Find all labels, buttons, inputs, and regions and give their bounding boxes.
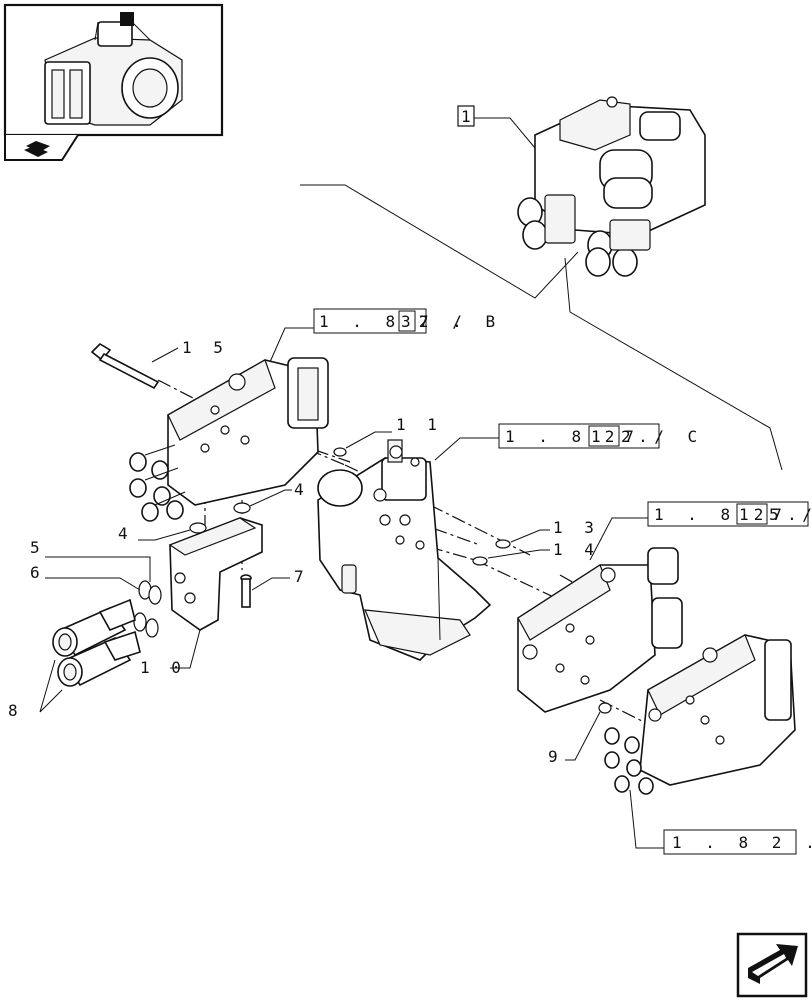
- item-4a-label: 4: [118, 524, 134, 543]
- svg-text:7 / B: 7 / B: [419, 312, 502, 331]
- item-10-label: 1 0: [140, 658, 187, 677]
- left-valve-section: [129, 357, 329, 522]
- central-valve-body: [317, 439, 492, 661]
- o-ring-14: [472, 556, 488, 566]
- thumbnail-overview[interactable]: [3, 3, 224, 161]
- svg-text:1 . 8 2 .: 1 . 8 2 .: [319, 312, 469, 331]
- item-4b-label: 4: [294, 480, 310, 499]
- svg-text:2 / C: 2 / C: [621, 427, 704, 446]
- far-right-valve-section: [604, 634, 796, 795]
- item-15-label: 1 5: [182, 338, 229, 357]
- reference-1-82-175-d[interactable]: 1 . 8 2 . 1 7 5 / D: [647, 501, 812, 527]
- screw-7: [240, 574, 252, 608]
- item-7-label: 7: [294, 567, 310, 586]
- o-ring-4-right: [233, 502, 251, 514]
- coupler-block-10: [168, 517, 263, 631]
- o-ring-4-left: [189, 522, 207, 534]
- svg-text:5 / D: 5 / D: [769, 505, 812, 524]
- item-11-label: 1 1: [396, 415, 443, 434]
- quick-couplers-8: [52, 598, 141, 687]
- svg-text:1 7: 1 7: [739, 505, 789, 524]
- valve-assembly-overview: 1: [457, 96, 706, 277]
- reference-1-82-37-b[interactable]: 1 . 8 2 . 3 7 / B: [313, 308, 502, 334]
- item-14-label: 1 4: [553, 540, 600, 559]
- svg-text:3: 3: [401, 312, 418, 331]
- item-5-label: 5: [30, 538, 46, 557]
- item-9-label: 9: [548, 747, 564, 766]
- item-8-label: 8: [8, 701, 24, 720]
- book-icon: [24, 141, 50, 157]
- reference-1-82-7[interactable]: 1 . 8 2 . 7 /: [663, 829, 812, 855]
- bolt-15: [90, 342, 160, 390]
- reference-1-82-172-c[interactable]: 1 . 8 2 . 1 7 2 / C: [498, 423, 704, 449]
- svg-text:1 . 8 2 .: 1 . 8 2 .: [505, 427, 655, 446]
- next-page-arrow-icon[interactable]: [736, 932, 808, 998]
- transmission-thumbnail-image: [44, 12, 183, 126]
- right-valve-section: [517, 547, 683, 713]
- svg-text:1 7: 1 7: [591, 427, 641, 446]
- item-6-label: 6: [30, 563, 46, 582]
- o-rings-5-6: [133, 580, 162, 638]
- svg-text:1 . 8 2 .: 1 . 8 2 .: [654, 505, 804, 524]
- item-13-label: 1 3: [553, 518, 600, 537]
- o-ring-11: [333, 447, 347, 457]
- o-ring-13: [495, 539, 511, 549]
- item-1-label: 1: [461, 107, 477, 126]
- o-ring-9: [598, 702, 612, 714]
- svg-text:1 . 8 2 . 7 /: 1 . 8 2 . 7 /: [672, 833, 812, 852]
